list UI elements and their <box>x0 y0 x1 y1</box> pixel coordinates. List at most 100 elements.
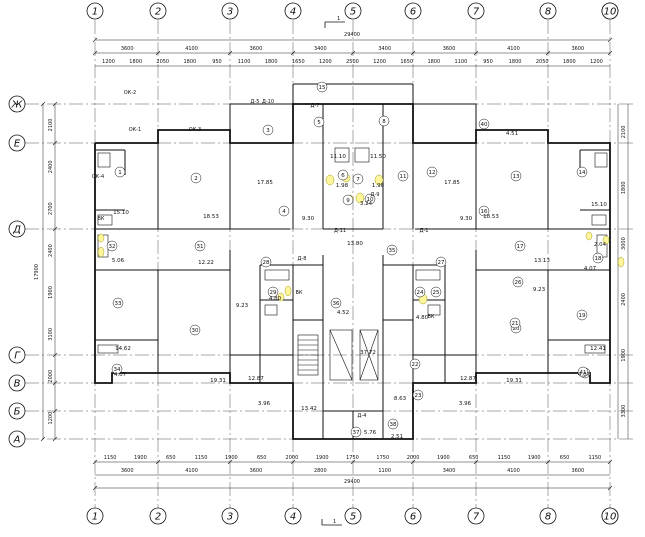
room-number: 38 <box>390 422 397 428</box>
axis-label-letter: Е <box>14 139 21 150</box>
dim-value: 1150 <box>104 455 117 461</box>
room-number: 26 <box>515 280 522 286</box>
dimension-labels: 29400 29400 17900 <box>34 32 360 485</box>
room-area: 17.85 <box>444 180 460 186</box>
fixture-highlights <box>97 173 625 305</box>
room-number-circle <box>114 166 126 178</box>
room-area: 2.51 <box>391 434 403 440</box>
dim-value: 4100 <box>185 468 198 474</box>
axis-bubble <box>467 507 485 525</box>
room-number-circle <box>435 256 447 268</box>
dim-value: 1200 <box>102 59 115 65</box>
room-number: 10 <box>367 197 374 203</box>
axis-label-7: 7 <box>473 7 480 18</box>
axis-bubble <box>539 507 557 525</box>
room-number-circle <box>514 240 526 252</box>
dim-value: 2050 <box>156 59 169 65</box>
axis-bubble <box>601 507 619 525</box>
dim-value: 3600 <box>571 46 584 52</box>
axis-label-4: 4 <box>290 7 296 18</box>
room-number-circle <box>577 366 589 378</box>
room-area: 9.30 <box>302 216 315 222</box>
dim-value: 2000 <box>48 370 54 383</box>
axis-bubble <box>149 507 167 525</box>
room-number-circle <box>397 170 409 182</box>
room-area: 4.52 <box>337 310 349 316</box>
opening-label: Д-7 <box>311 103 320 109</box>
room-number-circle <box>592 252 604 264</box>
dim-value: 1800 <box>621 181 627 194</box>
axis-bubble <box>8 95 26 113</box>
room-number-circle <box>316 81 328 93</box>
room-number-circle <box>478 118 490 130</box>
dim-value: 3600 <box>250 468 263 474</box>
room-number: 8 <box>382 119 386 125</box>
room-number: 33 <box>115 301 122 307</box>
dim-value: 1100 <box>378 468 391 474</box>
room-number: 29 <box>270 290 277 296</box>
room-number-circle <box>112 297 124 309</box>
dim-value: 1100 <box>238 59 251 65</box>
dim-value: 3100 <box>48 328 54 341</box>
room-number-circle <box>576 166 588 178</box>
room-number: 12 <box>429 170 436 176</box>
room-number: 27 <box>438 260 445 266</box>
room-area: 9.23 <box>236 303 249 309</box>
room-area: 13.42 <box>301 406 317 412</box>
dim-value: 1900 <box>134 455 147 461</box>
axis-lines <box>25 20 635 515</box>
room-area: 3.24 <box>360 201 373 207</box>
room-area: 12.87 <box>248 376 264 382</box>
room-number: 9 <box>346 198 350 204</box>
room-number-circle <box>352 173 364 185</box>
dim-value: 2000 <box>407 455 420 461</box>
room-number: 7 <box>356 177 360 183</box>
dim-value: 650 <box>257 455 267 461</box>
room-number: 24 <box>417 290 424 296</box>
axis-bubble <box>221 2 239 20</box>
room-number: 13 <box>513 174 520 180</box>
dim-value: 1200 <box>319 59 332 65</box>
dim-value: 1200 <box>373 59 386 65</box>
room-number: 4 <box>282 209 286 215</box>
axis-bubble <box>8 346 26 364</box>
room-area: 3.96 <box>258 401 271 407</box>
opening-label: Д-9 <box>371 192 380 198</box>
room-number-circle <box>509 317 521 329</box>
opening-label: Д-5 <box>251 99 260 105</box>
room-number: 28 <box>263 260 270 266</box>
dim-value: 3300 <box>621 405 627 418</box>
room-number-circle <box>378 115 390 127</box>
axis-bubble <box>344 2 362 20</box>
room-number: 15 <box>319 85 326 91</box>
dim-overall-top: 29400 <box>344 32 360 38</box>
room-number: 23 <box>415 393 422 399</box>
room-area: 12.22 <box>198 260 214 266</box>
section-label-bottom: 1 <box>333 519 336 525</box>
room-area: 17.85 <box>257 180 273 186</box>
dim-value: 3600 <box>443 46 456 52</box>
dim-value: 1900 <box>225 455 238 461</box>
dim-value: 1650 <box>292 59 305 65</box>
room-number-circle <box>430 286 442 298</box>
room-number-circle <box>350 426 362 438</box>
dim-value: 1800 <box>509 59 522 65</box>
dim-value: 1100 <box>455 59 468 65</box>
axis-label-5: 5 <box>350 512 356 523</box>
room-area: 14.62 <box>115 346 131 352</box>
dim-value: 1750 <box>376 455 389 461</box>
room-number: 6 <box>341 173 345 179</box>
dim-value: 1900 <box>437 455 450 461</box>
dim-value: 2100 <box>48 119 54 132</box>
axis-label-1: 1 <box>92 7 98 18</box>
axis-bubble <box>404 2 422 20</box>
dim-value: 1200 <box>48 412 54 425</box>
dim-value: 650 <box>560 455 570 461</box>
dim-value: 4100 <box>507 46 520 52</box>
room-number-circle <box>278 205 290 217</box>
